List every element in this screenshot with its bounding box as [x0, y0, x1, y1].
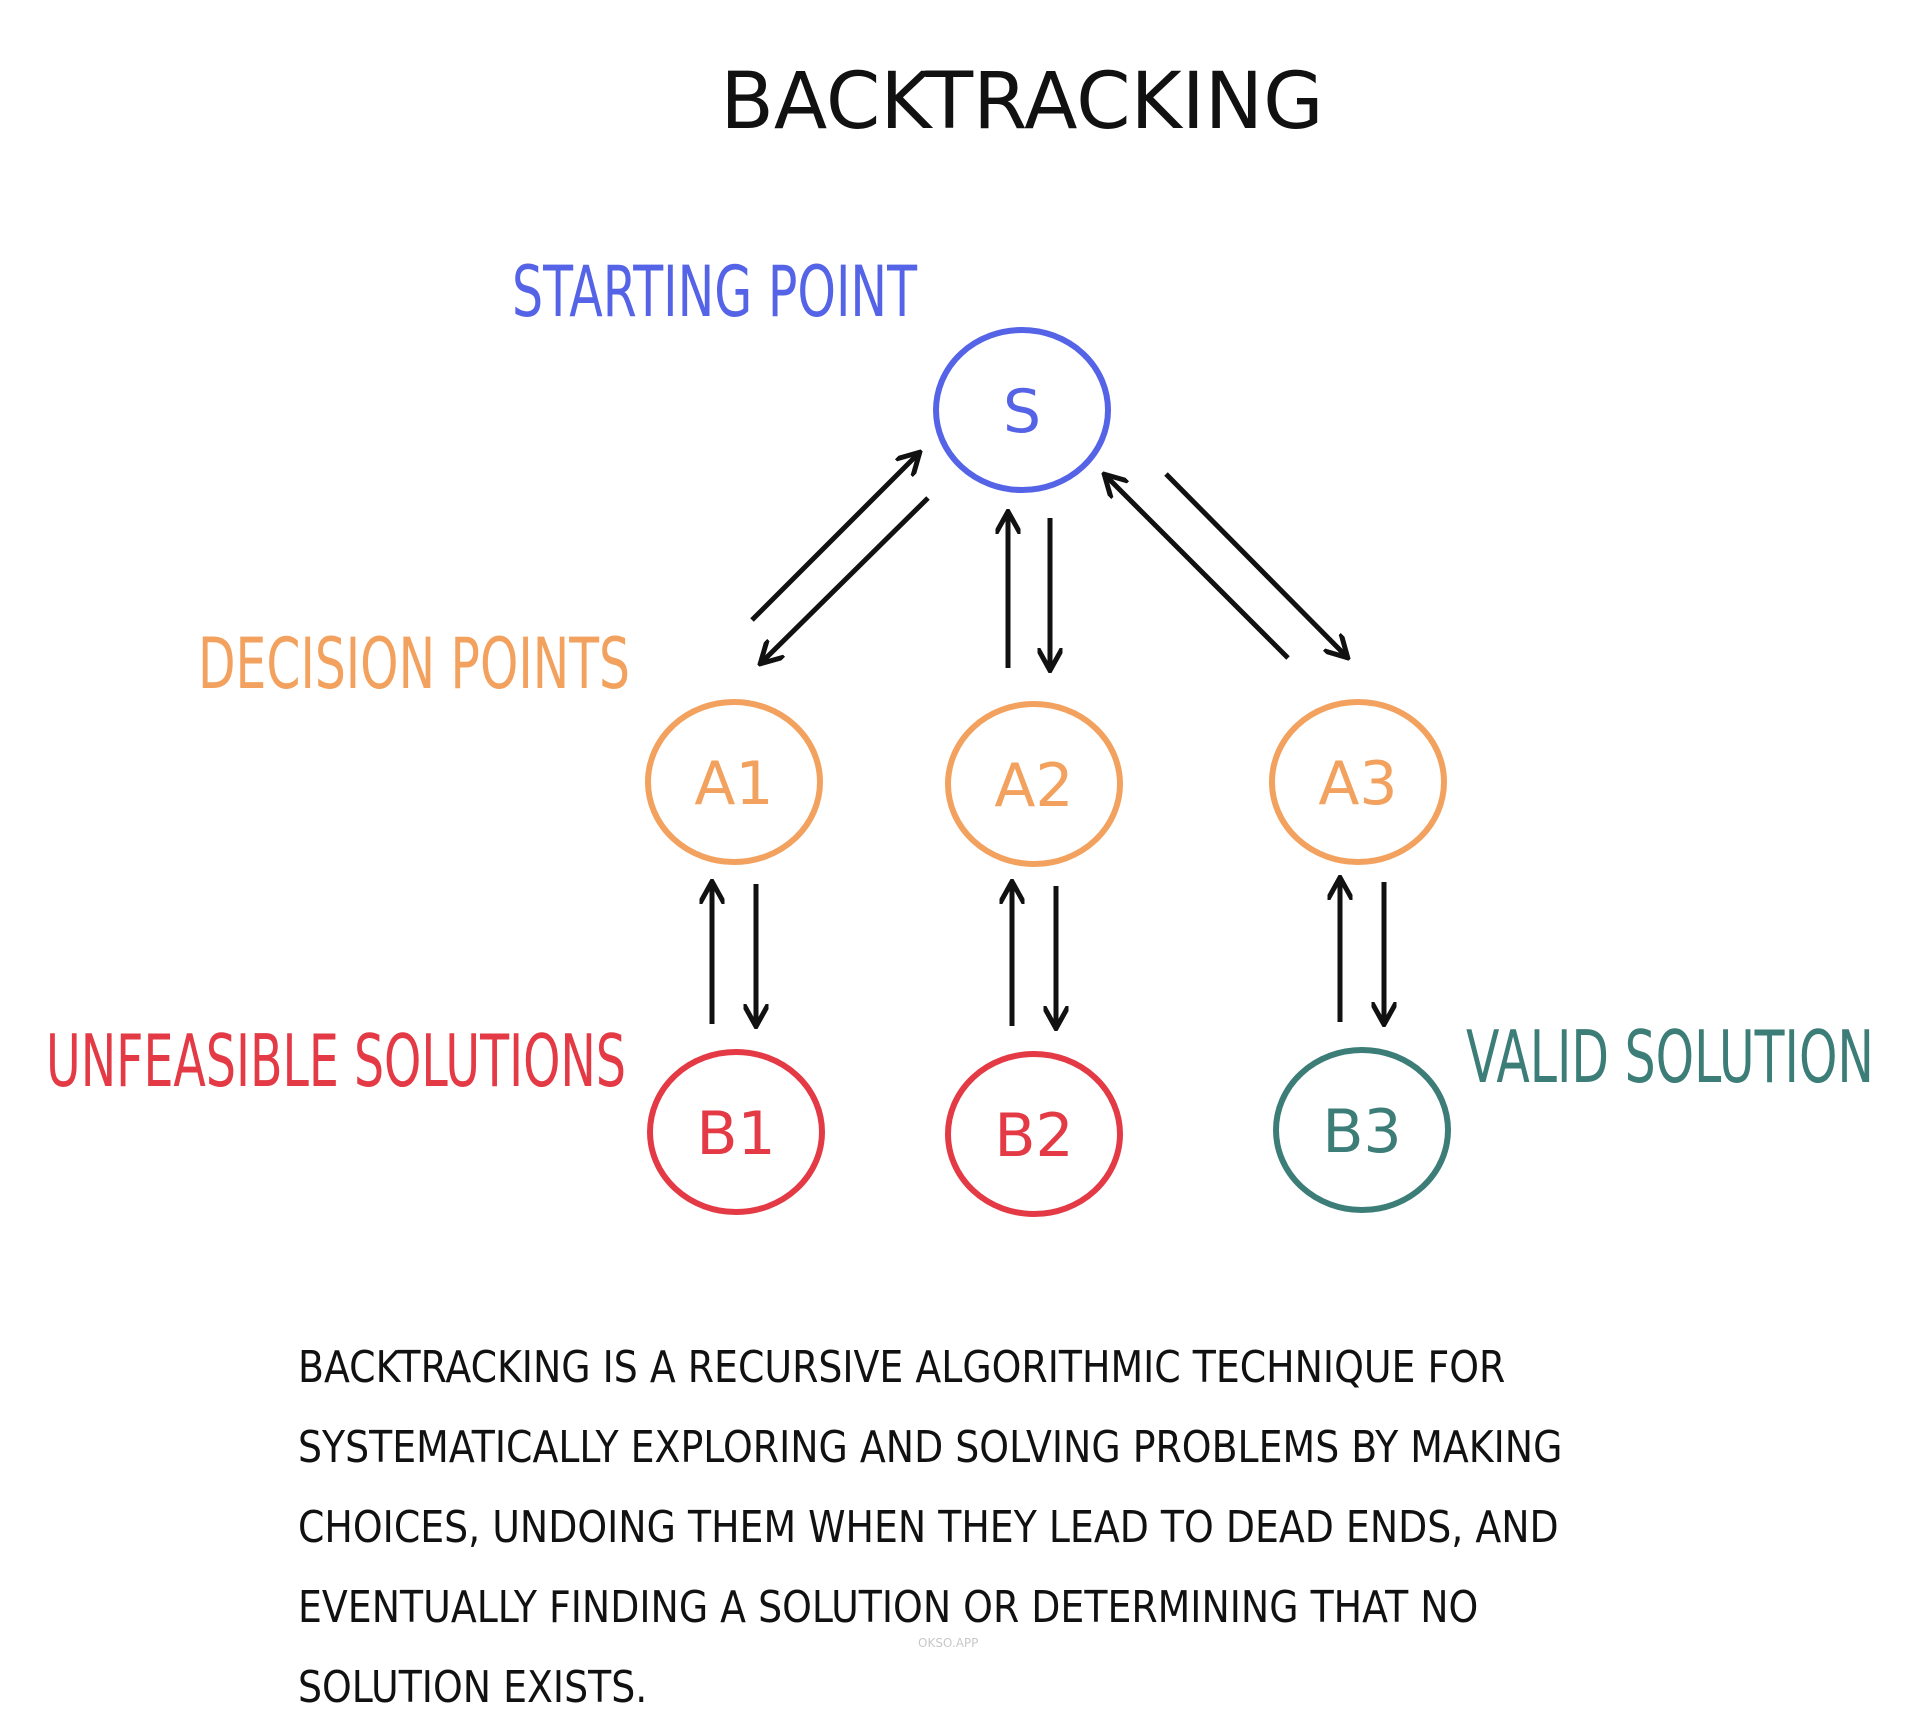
node-a1-label: A1: [694, 749, 773, 819]
unfeasible-solutions-label: UNFEASIBLE SOLUTIONS: [46, 1019, 626, 1103]
valid-solution-label: VALID SOLUTION: [1466, 1015, 1874, 1099]
node-s: S: [933, 327, 1111, 493]
diagram-title: BACKTRACKING: [720, 57, 1323, 147]
arrow-a3-to-s: [1106, 476, 1290, 660]
node-s-label: S: [1003, 377, 1041, 447]
arrow-s-to-a3: [1164, 472, 1346, 656]
node-a3-label: A3: [1318, 749, 1397, 819]
node-b1: B1: [647, 1049, 825, 1215]
node-a3: A3: [1269, 699, 1447, 865]
node-b2-label: B2: [994, 1101, 1073, 1171]
node-a2-label: A2: [994, 751, 1073, 821]
backtracking-diagram: BACKTRACKING STARTING POINT DECISION POI…: [46, 57, 1874, 1217]
arrow-a1-to-s: [750, 454, 918, 622]
node-b3: B3: [1273, 1047, 1451, 1213]
node-b2: B2: [945, 1051, 1123, 1217]
node-b1-label: B1: [696, 1099, 775, 1169]
node-a1: A1: [645, 699, 823, 865]
starting-point-label: STARTING POINT: [512, 251, 917, 333]
node-a2: A2: [945, 701, 1123, 867]
node-b3-label: B3: [1322, 1097, 1401, 1167]
description-text: Backtracking is a recursive algorithmic …: [298, 1342, 1563, 1713]
arrow-s-to-a1: [762, 496, 930, 662]
decision-points-label: DECISION POINTS: [198, 623, 630, 705]
watermark: OKSO.APP: [918, 1636, 979, 1650]
